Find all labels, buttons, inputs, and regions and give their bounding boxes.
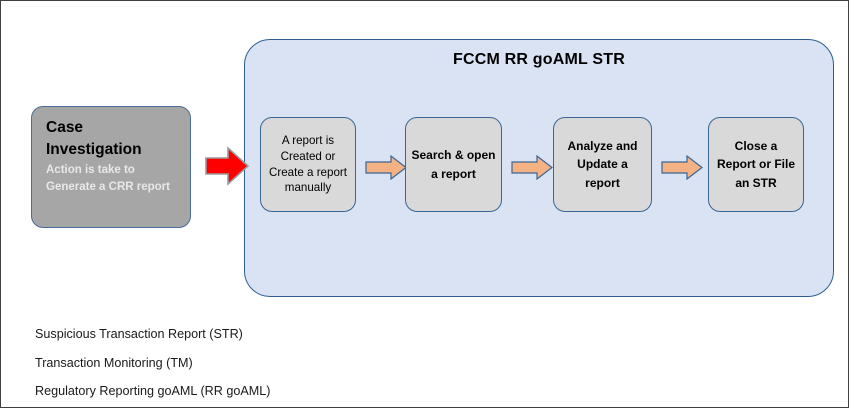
step-box-create-report-label: A report is Created or Create a report m… bbox=[269, 133, 347, 195]
acronym-legend: Suspicious Transaction Report (STR) Tran… bbox=[35, 327, 455, 407]
step-box-analyze-update-report-label: Analyze and Update a report bbox=[567, 138, 638, 190]
case-investigation-title-line-2: Investigation bbox=[46, 141, 142, 158]
case-investigation-title-line-1: Case bbox=[46, 119, 84, 136]
step-box-close-report-file-str: Close a Report or File an STR bbox=[708, 117, 804, 212]
legend-item: Regulatory Reporting goAML (RR goAML) bbox=[35, 384, 271, 399]
legend-item: Transaction Monitoring (TM) bbox=[35, 355, 193, 370]
step-box-create-report: A report is Created or Create a report m… bbox=[260, 117, 356, 212]
orange-right-arrow-icon bbox=[511, 154, 553, 181]
orange-right-arrow-icon bbox=[661, 154, 703, 181]
step-box-search-open-report-label: Search & open a report bbox=[411, 147, 496, 181]
step-box-search-open-report: Search & open a report bbox=[405, 117, 502, 212]
step-box-close-report-file-str-label: Close a Report or File an STR bbox=[716, 138, 795, 190]
case-investigation-box: Case Investigation Action is take to Gen… bbox=[31, 106, 191, 228]
legend-item: Suspicious Transaction Report (STR) bbox=[35, 327, 243, 341]
orange-right-arrow-icon bbox=[365, 154, 407, 181]
step-box-analyze-update-report: Analyze and Update a report bbox=[553, 117, 652, 212]
group-title: FCCM RR goAML STR bbox=[453, 51, 625, 68]
case-investigation-title: Case Investigation bbox=[46, 117, 178, 161]
red-right-arrow-icon bbox=[204, 145, 250, 187]
case-investigation-subtitle: Action is take to Generate a CRR report bbox=[46, 164, 170, 193]
